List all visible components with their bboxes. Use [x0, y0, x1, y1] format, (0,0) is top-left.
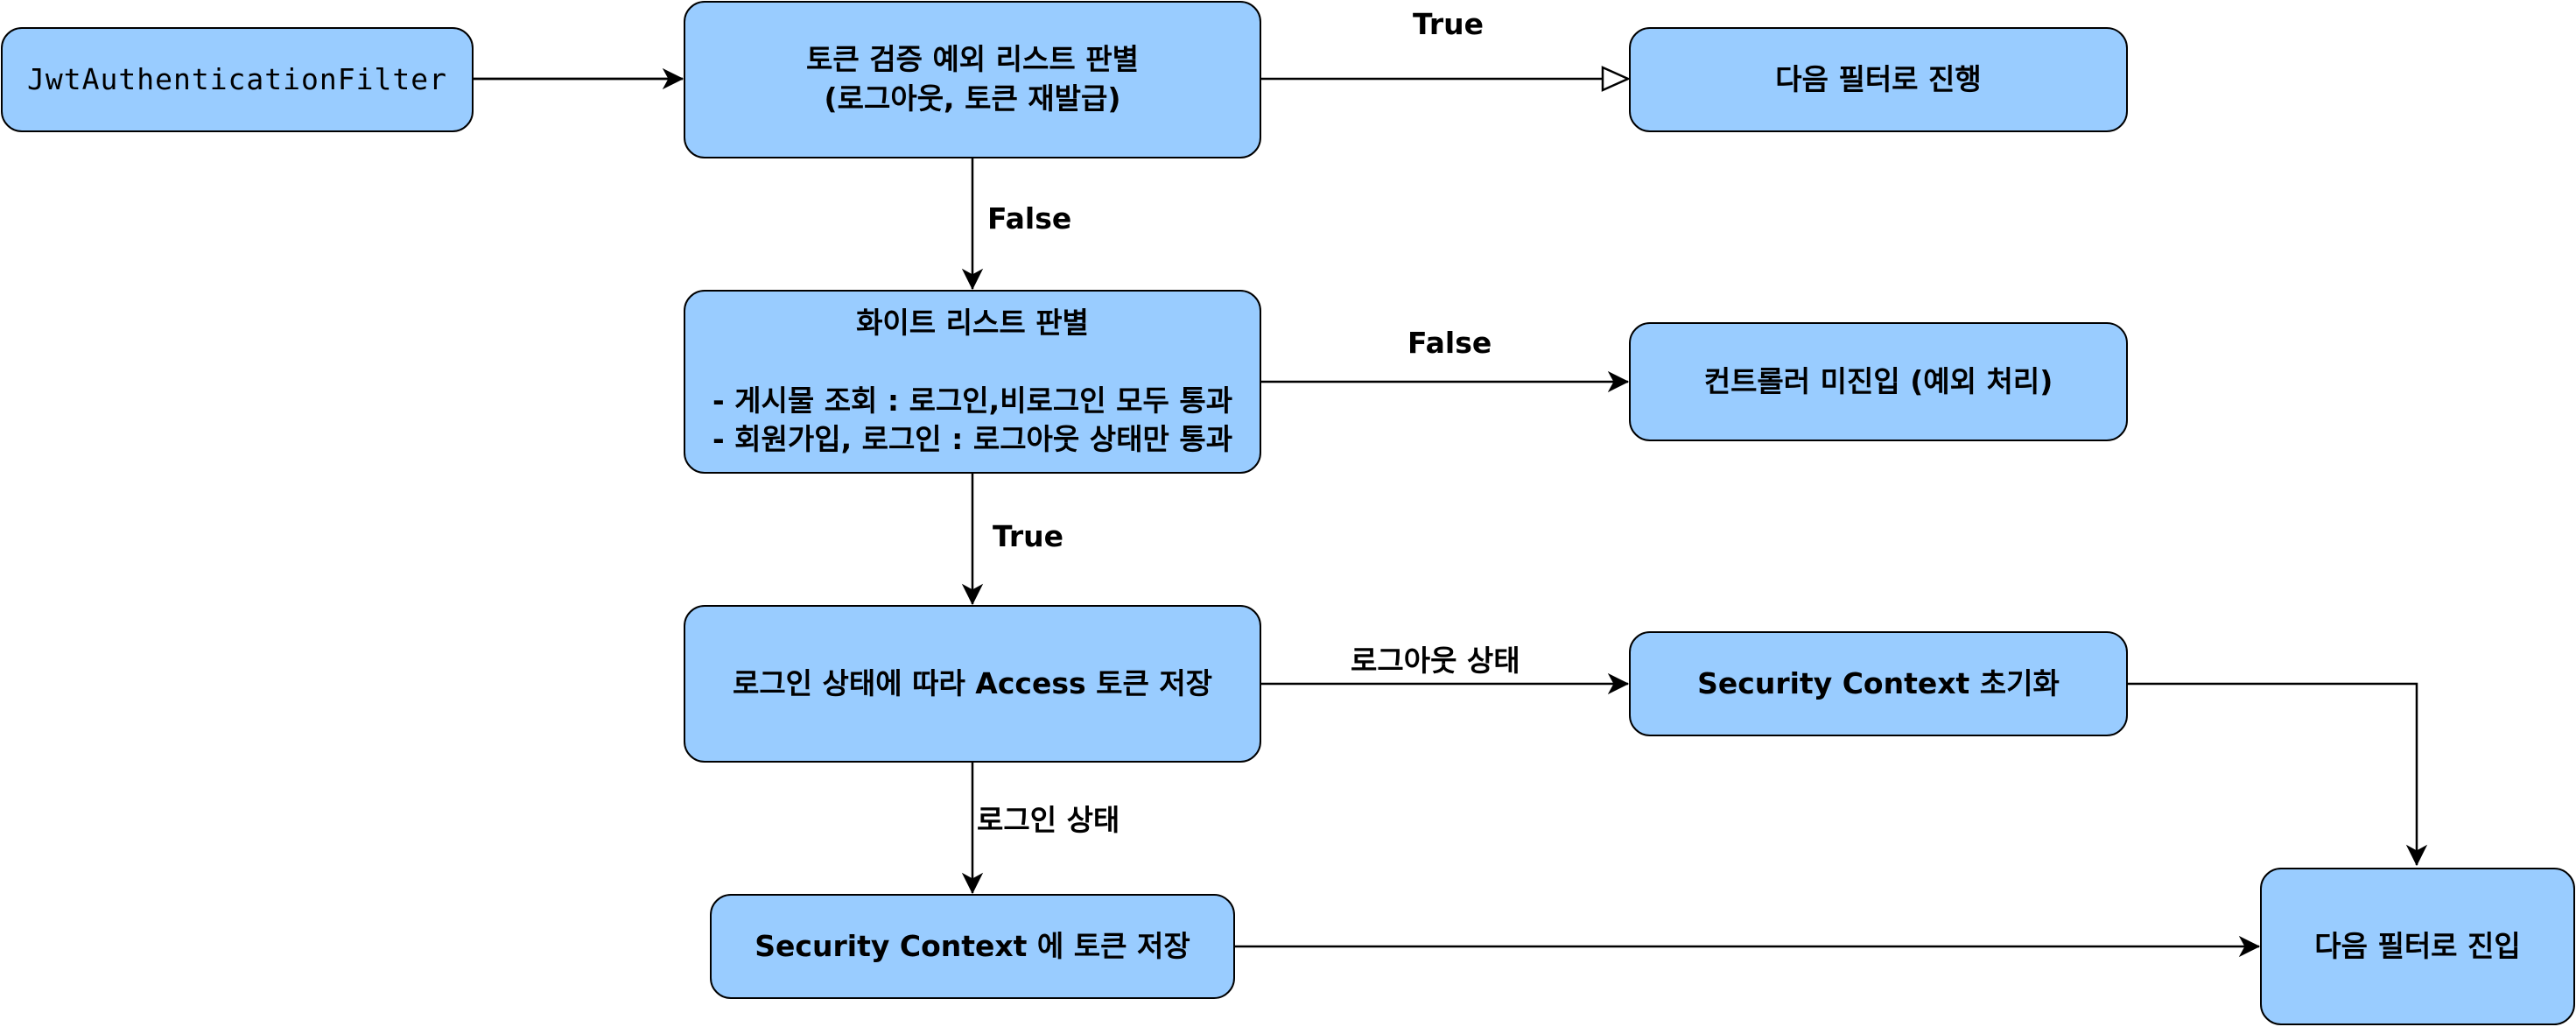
context-store-label: Security Context 에 토큰 저장 [755, 928, 1190, 963]
exception-list-title: 토큰 검증 예외 리스트 판별 [806, 42, 1139, 77]
next-filter-enter-node: 다음 필터로 진입 [2260, 868, 2575, 1025]
edge-label-logout-state: 로그아웃 상태 [1351, 644, 1520, 678]
white-list-node: 화이트 리스트 판별 - 게시물 조회 : 로그인,비로그인 모두 통과 - 회… [684, 290, 1261, 474]
edge-label-exception-false: False [987, 201, 1072, 236]
arrowhead-exception-list [662, 67, 684, 90]
next-filter-proceed-node: 다음 필터로 진행 [1629, 27, 2128, 132]
context-reset-label: Security Context 초기화 [1697, 665, 2060, 700]
arrowhead-login-state [961, 872, 984, 895]
arrowhead-exception-true-open [1601, 66, 1632, 92]
white-list-item-signup: - 회원가입, 로그인 : 로그아웃 상태만 통과 [712, 422, 1233, 457]
edge-context-reset-to-next [2127, 682, 2418, 865]
exception-list-subtitle: (로그아웃, 토큰 재발급) [824, 81, 1121, 116]
access-token-store-node: 로그인 상태에 따라 Access 토큰 저장 [684, 605, 1261, 763]
arrowhead-exception-false [961, 268, 984, 291]
arrowhead-whitelist-true [961, 583, 984, 606]
arrowhead-context-store [2238, 935, 2261, 958]
access-token-store-label: 로그인 상태에 따라 Access 토큰 저장 [732, 665, 1213, 700]
edge-label-login-state: 로그인 상태 [977, 803, 1120, 837]
exception-list-node: 토큰 검증 예외 리스트 판별 (로그아웃, 토큰 재발급) [684, 1, 1261, 158]
context-store-node: Security Context 에 토큰 저장 [710, 894, 1235, 999]
white-list-title: 화이트 리스트 판별 [856, 306, 1089, 340]
jwt-filter-node: JwtAuthenticationFilter [1, 27, 474, 132]
edge-label-whitelist-true: True [993, 519, 1064, 553]
arrowhead-whitelist-false [1607, 370, 1630, 393]
jwt-filter-label: JwtAuthenticationFilter [27, 61, 447, 96]
edge-label-whitelist-false: False [1407, 326, 1492, 360]
next-filter-proceed-label: 다음 필터로 진행 [1775, 61, 1982, 96]
next-filter-enter-label: 다음 필터로 진입 [2314, 928, 2521, 963]
controller-blocked-node: 컨트롤러 미진입 (예외 처리) [1629, 322, 2128, 441]
context-reset-node: Security Context 초기화 [1629, 631, 2128, 736]
controller-blocked-label: 컨트롤러 미진입 (예외 처리) [1703, 363, 2053, 398]
white-list-item-view: - 게시물 조회 : 로그인,비로그인 모두 통과 [712, 383, 1233, 418]
edge-label-exception-true: True [1413, 7, 1485, 41]
arrowhead-context-reset [2405, 844, 2428, 867]
arrowhead-logout-state [1607, 672, 1630, 695]
